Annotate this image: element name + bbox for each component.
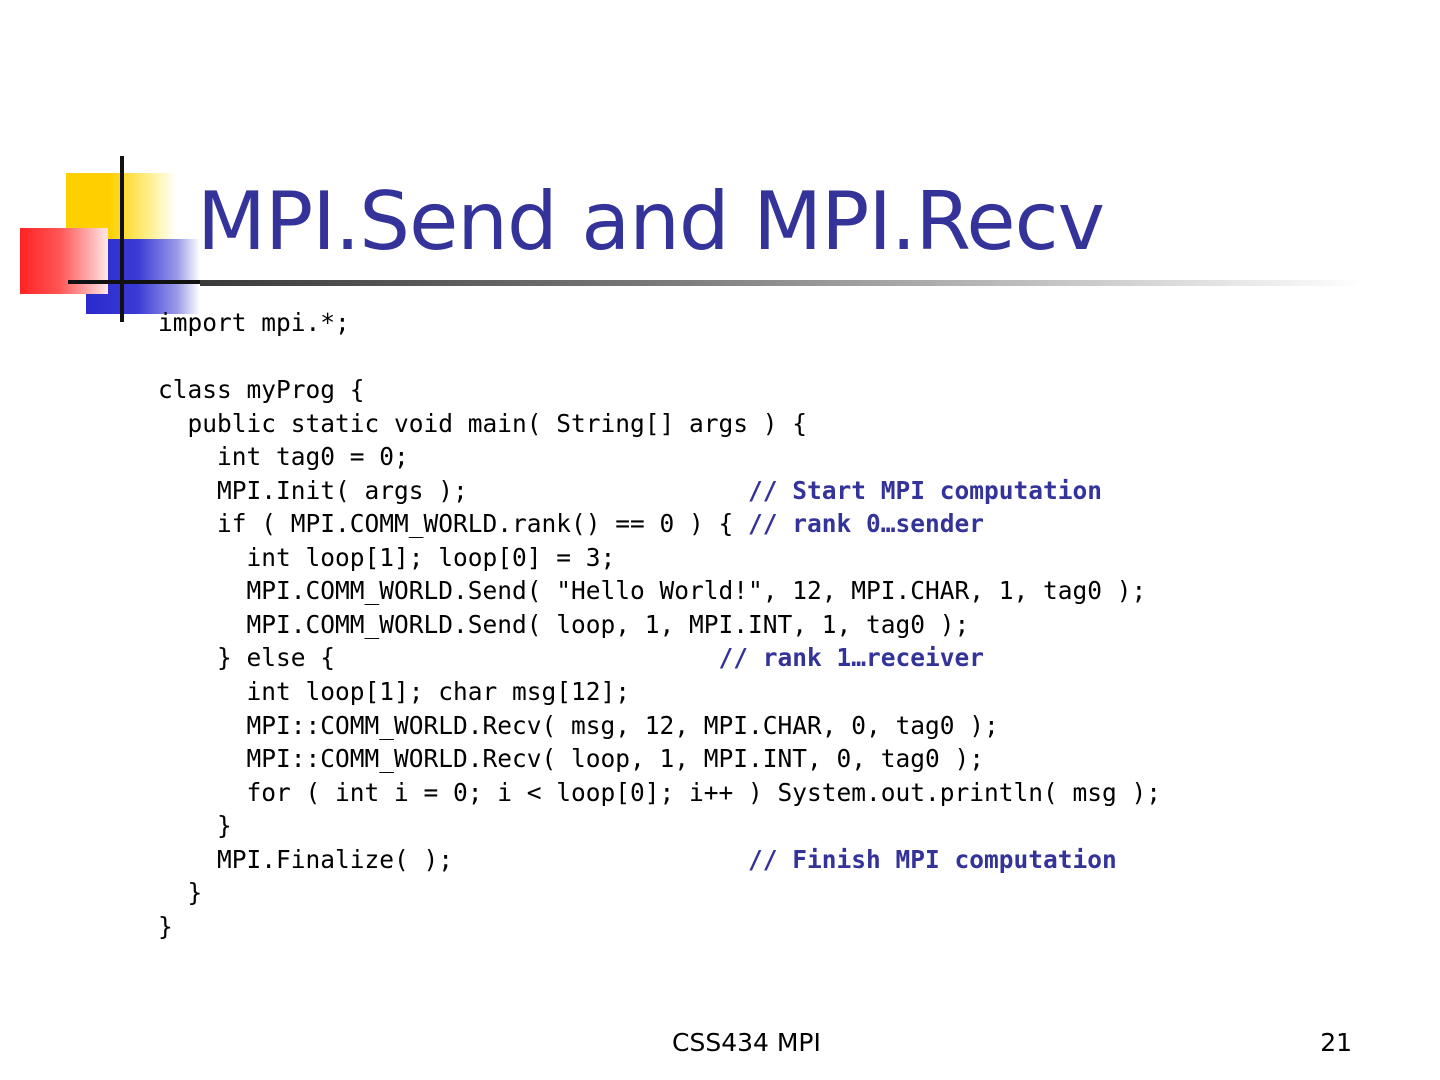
code-text: if ( MPI.COMM_WORLD.rank() == 0 ) { xyxy=(158,509,749,539)
code-text: } else { xyxy=(158,643,719,673)
code-block: import mpi.*; class myProg { public stati… xyxy=(158,306,1161,943)
code-text: MPI.COMM_WORLD.Send( loop, 1, MPI.INT, 1… xyxy=(158,609,970,639)
code-line: int tag0 = 0; xyxy=(158,440,1161,474)
code-line: MPI::COMM_WORLD.Recv( loop, 1, MPI.INT, … xyxy=(158,742,1161,776)
code-text: import mpi.*; xyxy=(158,308,350,337)
code-line: int loop[1]; char msg[12]; xyxy=(158,675,1161,709)
code-line: } else { // rank 1…receiver xyxy=(158,641,1161,675)
code-line: int loop[1]; loop[0] = 3; xyxy=(158,541,1161,575)
code-text: MPI::COMM_WORLD.Recv( msg, 12, MPI.CHAR,… xyxy=(158,710,999,740)
code-line: if ( MPI.COMM_WORLD.rank() == 0 ) { // r… xyxy=(158,507,1161,541)
code-text: MPI.Init( args ); xyxy=(158,475,749,505)
logo-red-square xyxy=(20,228,108,294)
code-comment: // rank 1…receiver xyxy=(718,643,985,673)
code-line: MPI.COMM_WORLD.Send( "Hello World!", 12,… xyxy=(158,574,1161,608)
code-text: } xyxy=(158,911,173,941)
code-line: MPI.Init( args ); // Start MPI computati… xyxy=(158,474,1161,508)
logo-vertical-line xyxy=(120,156,124,322)
code-text: MPI::COMM_WORLD.Recv( loop, 1, MPI.INT, … xyxy=(158,744,985,774)
code-text: } xyxy=(158,811,232,841)
title-underline-rule xyxy=(200,280,1365,286)
code-line: MPI.Finalize( ); // Finish MPI computati… xyxy=(158,843,1161,877)
code-comment: // Start MPI computation xyxy=(748,475,1103,505)
code-comment: // Finish MPI computation xyxy=(748,844,1117,874)
code-line: MPI.COMM_WORLD.Send( loop, 1, MPI.INT, 1… xyxy=(158,608,1161,642)
code-line: } xyxy=(158,876,1161,910)
code-line: import mpi.*; xyxy=(158,306,1161,340)
code-text: MPI.COMM_WORLD.Send( "Hello World!", 12,… xyxy=(158,576,1147,606)
code-text: int tag0 = 0; xyxy=(158,442,409,472)
code-text: for ( int i = 0; i < loop[0]; i++ ) Syst… xyxy=(158,777,1162,807)
page-number: 21 xyxy=(1320,1028,1352,1057)
code-text: public static void main( String[] args )… xyxy=(158,408,808,438)
code-text: class myProg { xyxy=(158,375,365,405)
code-line: class myProg { xyxy=(158,373,1161,407)
slide-title: MPI.Send and MPI.Recv xyxy=(197,175,1105,268)
code-comment: // rank 0…sender xyxy=(748,509,985,539)
code-text: int loop[1]; char msg[12]; xyxy=(158,677,631,707)
code-line: for ( int i = 0; i < loop[0]; i++ ) Syst… xyxy=(158,776,1162,810)
code-line xyxy=(158,340,1161,374)
code-text: int loop[1]; loop[0] = 3; xyxy=(158,542,616,572)
logo-horizontal-line xyxy=(68,280,208,284)
code-line: MPI::COMM_WORLD.Recv( msg, 12, MPI.CHAR,… xyxy=(158,709,1161,743)
code-line: public static void main( String[] args )… xyxy=(158,407,1161,441)
code-line: } xyxy=(158,809,1161,843)
code-text: MPI.Finalize( ); xyxy=(158,844,749,874)
footer-course: CSS434 MPI xyxy=(672,1028,821,1057)
code-line: } xyxy=(158,910,1161,944)
code-text: } xyxy=(158,878,203,908)
